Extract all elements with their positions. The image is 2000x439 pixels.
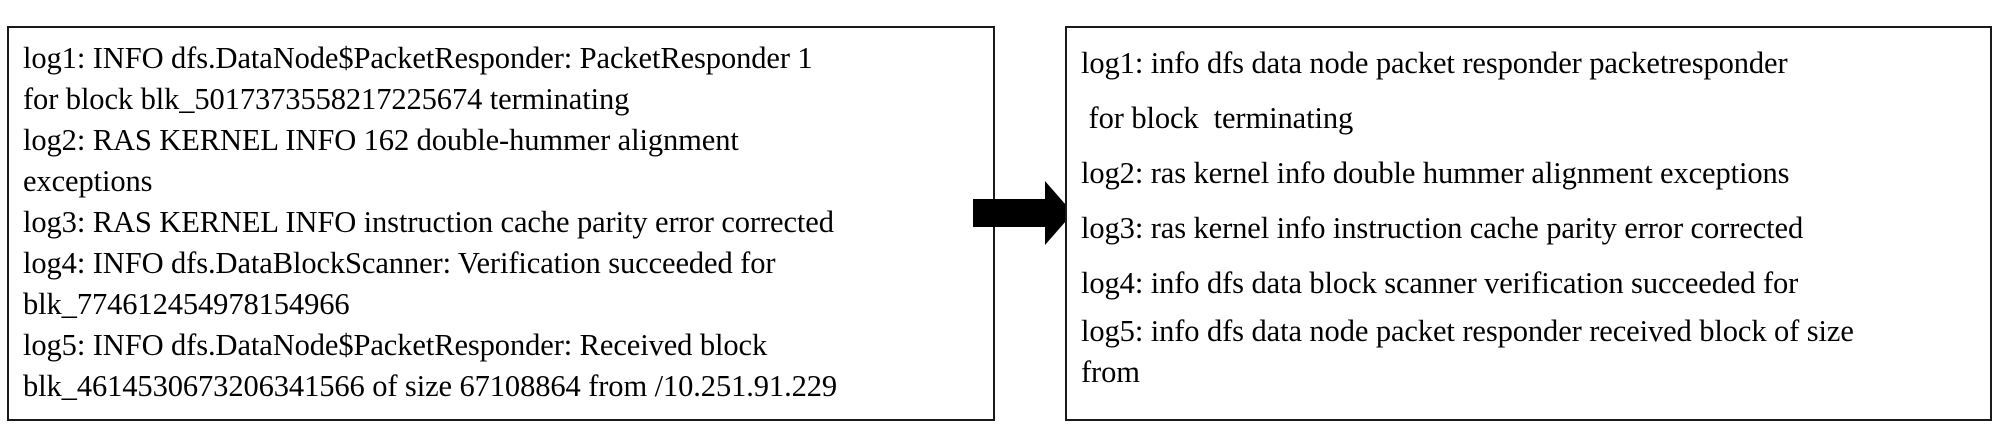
raw-log-line: for block blk_5017373558217225674 termin… [23,82,630,116]
raw-log-line: log5: INFO dfs.DataNode$PacketResponder:… [23,328,768,362]
raw-logs-panel: log1: INFO dfs.DataNode$PacketResponder:… [7,26,995,421]
processed-log-line: log1: info dfs data node packet responde… [1081,46,1788,80]
raw-log-line: log4: INFO dfs.DataBlockScanner: Verific… [23,246,776,280]
raw-log-line: log3: RAS KERNEL INFO instruction cache … [23,205,834,239]
processed-log-line: for block terminating [1081,101,1354,135]
raw-log-line: log2: RAS KERNEL INFO 162 double-hummer … [23,123,739,157]
processed-log-line: log4: info dfs data block scanner verifi… [1081,266,1799,300]
processed-log-line: log2: ras kernel info double hummer alig… [1081,156,1790,190]
arrow-shape [973,181,1073,245]
raw-log-line: blk_774612454978154966 [23,287,350,321]
processed-log-line: log3: ras kernel info instruction cache … [1081,211,1804,245]
raw-log-line: blk_4614530673206341566 of size 67108864… [23,369,838,403]
raw-log-line: log1: INFO dfs.DataNode$PacketResponder:… [23,41,813,75]
processed-logs-panel: log1: info dfs data node packet responde… [1065,26,1992,421]
processed-log-line: from [1081,355,1140,389]
right-arrow-icon [973,181,1073,245]
raw-log-line: exceptions [23,164,153,198]
processed-log-line: log5: info dfs data node packet responde… [1081,314,1854,348]
